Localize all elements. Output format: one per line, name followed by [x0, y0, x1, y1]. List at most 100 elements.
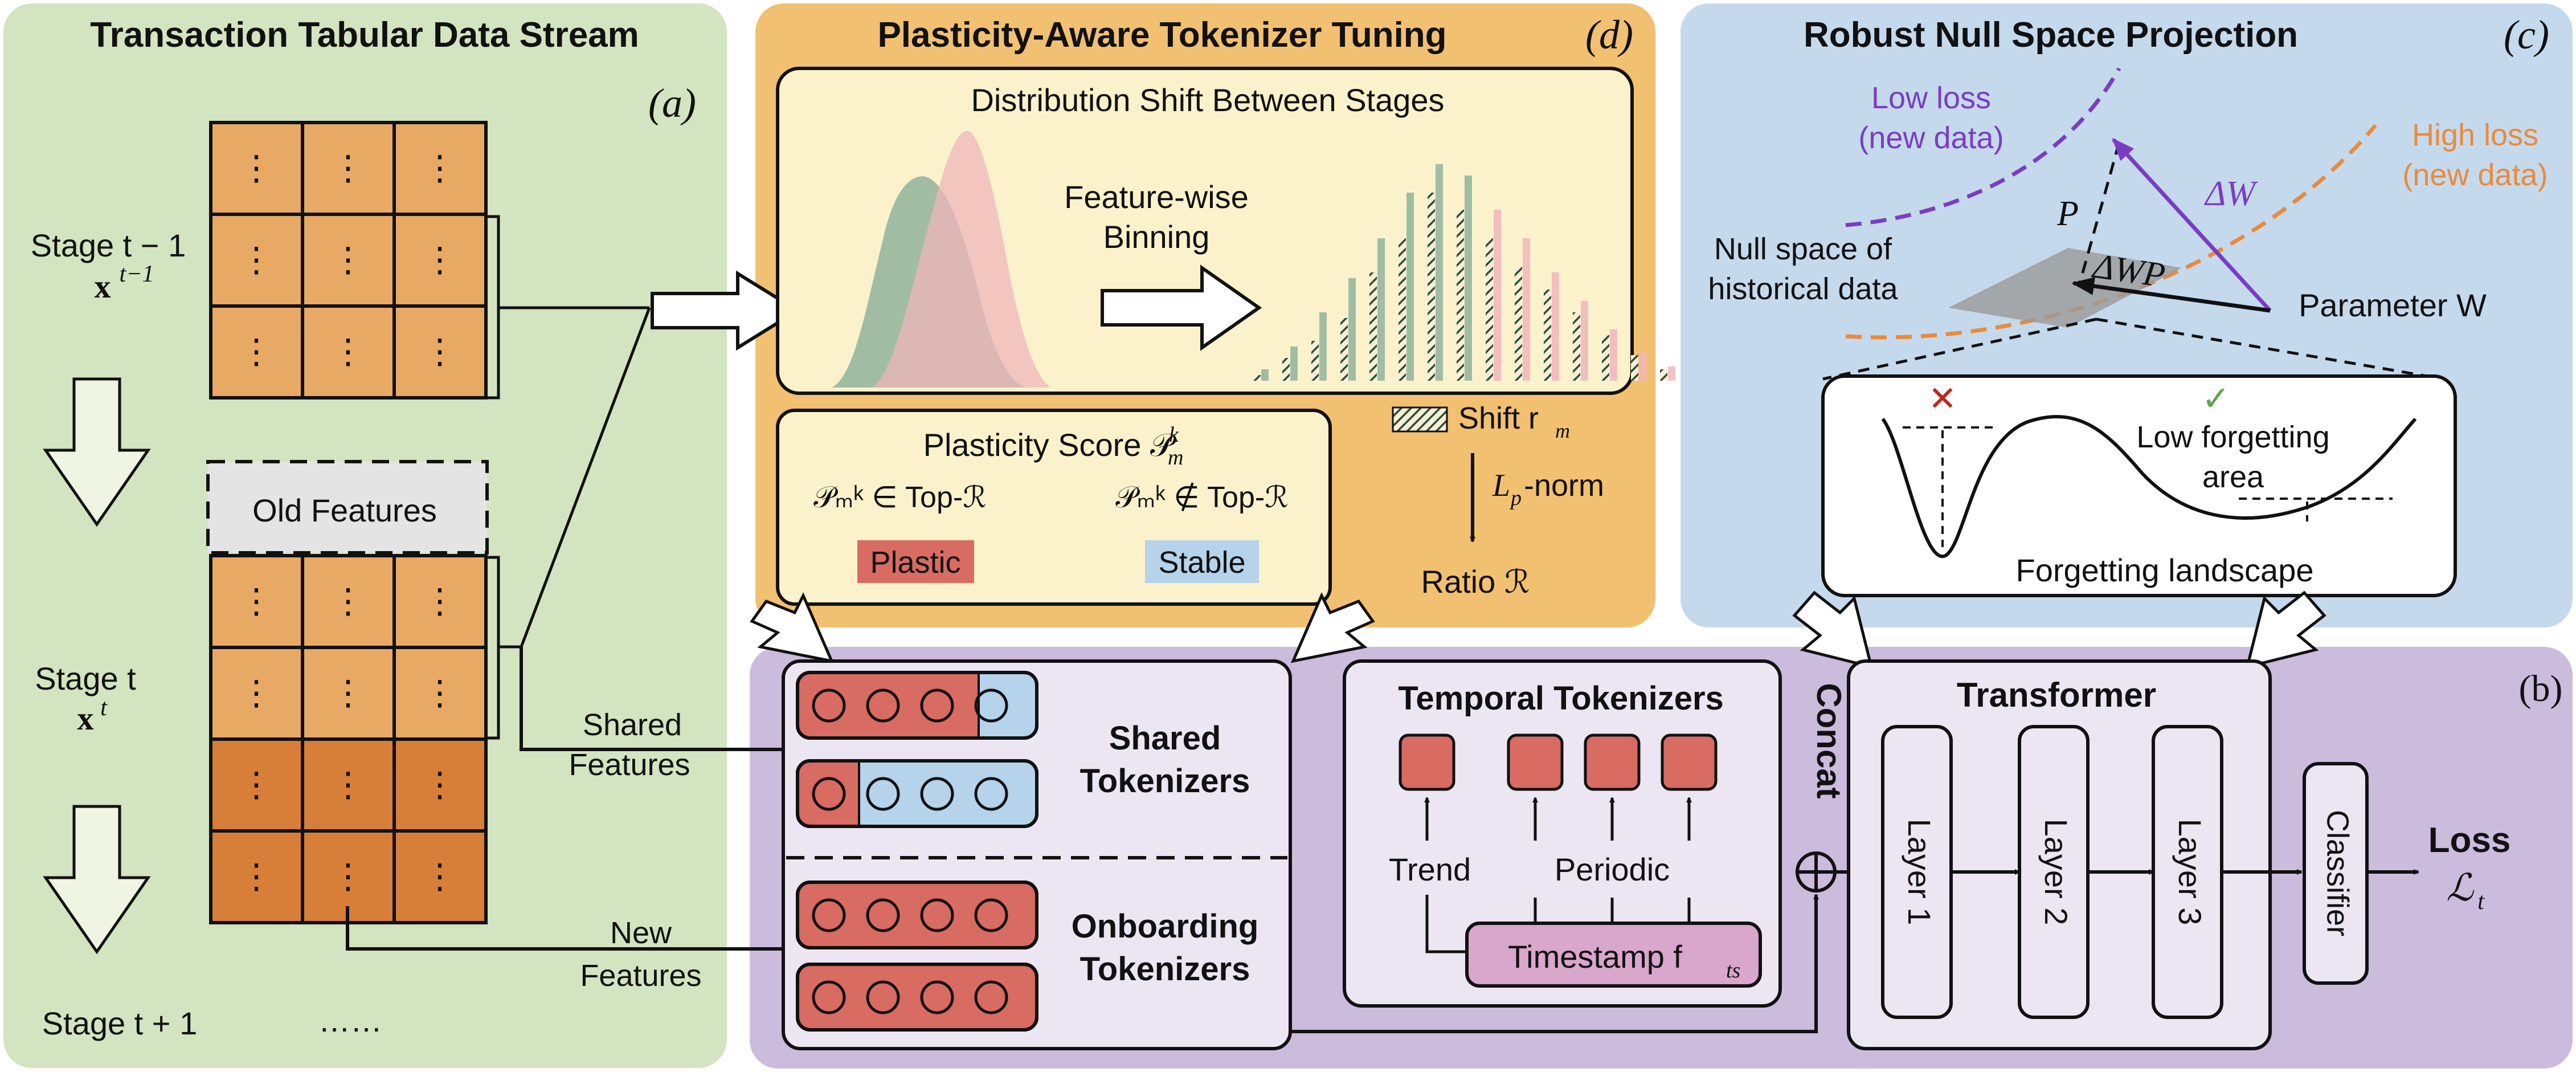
tokenizer-box — [782, 659, 1292, 1050]
new-features-label-1: New — [610, 916, 672, 950]
token-circle — [974, 777, 1008, 811]
trend-label: Trend — [1389, 851, 1471, 887]
distribution-bar — [1261, 369, 1269, 381]
distribution-bar — [1377, 238, 1385, 381]
feature-cell-ellipsis: ⋮ — [239, 149, 273, 187]
projection-p-label: P — [2056, 194, 2079, 233]
low-forgetting-label-2: area — [2202, 460, 2264, 494]
plastic-to-tokenizer-arrow — [750, 592, 835, 663]
delta-w-label: ΔW — [2203, 174, 2258, 213]
distribution-bar — [1523, 238, 1530, 381]
shared-tokenizers-label-2: Tokenizers — [1080, 763, 1250, 800]
distribution-bar — [1406, 193, 1414, 381]
stable-to-tokenizer-arrow — [1290, 592, 1375, 663]
forgetting-landscape-label: Forgetting landscape — [2015, 552, 2313, 588]
token-circle — [974, 688, 1008, 723]
distribution-bar — [1319, 312, 1327, 381]
transformer-title: Transformer — [1957, 676, 2156, 714]
flat-minimum-depth — [2239, 498, 2393, 521]
temporal-token — [1584, 733, 1641, 791]
shift-legend-label: Shift r — [1458, 401, 1539, 435]
transformer-layer-label: Layer 2 — [2038, 819, 2074, 926]
shift-bar — [1486, 238, 1493, 381]
distribution-bar — [1668, 366, 1675, 381]
feature-cell-ellipsis: ⋮ — [239, 582, 273, 620]
old-features-box — [206, 460, 489, 555]
periodic-label: Periodic — [1555, 851, 1670, 887]
onboarding-tokenizers-label-2: Tokenizers — [1080, 951, 1250, 988]
feature-cell-ellipsis: ⋮ — [331, 674, 365, 712]
stage-prev-table: ⋮⋮⋮⋮⋮⋮⋮⋮⋮ — [209, 121, 488, 400]
token-circle — [920, 688, 954, 723]
stage-cur-sup: t — [100, 695, 108, 721]
shift-bar — [1428, 193, 1435, 381]
forgetting-landscape-curve — [1881, 415, 2417, 559]
stage-prev-sup: t−1 — [119, 261, 154, 287]
sharp-minimum-depth — [1903, 426, 1994, 547]
plasticity-score-title: Plasticity Score 𝒫 — [923, 427, 1177, 463]
lp-norm-sub: p — [1509, 486, 1522, 510]
token-circle — [812, 777, 846, 811]
shared-tokenizer-2 — [796, 759, 1038, 828]
shift-bar — [1515, 267, 1522, 381]
nullspace-to-transformer-arrow-right — [2245, 590, 2326, 669]
feature-cell — [209, 737, 304, 833]
temporal-tokenizers-title: Temporal Tokenizers — [1398, 680, 1724, 717]
stage-prev-label: Stage t − 1 — [31, 227, 186, 263]
old-features-label: Old Features — [252, 492, 437, 528]
distribution-bar — [1639, 352, 1646, 381]
distribution-bar — [1581, 301, 1588, 381]
shift-bar — [1457, 210, 1464, 381]
shift-bar — [1253, 375, 1261, 381]
stage-next-label: Stage t + 1 — [42, 1005, 197, 1041]
feature-cell-ellipsis: ⋮ — [423, 582, 457, 620]
onboarding-tokenizer-2 — [796, 963, 1038, 1032]
temporal-token-blocks — [1399, 733, 1718, 841]
panel-b-tag: (b) — [2519, 668, 2563, 710]
shift-bar — [1602, 335, 1609, 381]
shift-legend-sub: m — [1555, 419, 1570, 442]
low-loss-label-2: (new data) — [1858, 121, 2003, 155]
feature-cell — [301, 554, 396, 649]
binning-arrow — [1101, 264, 1262, 351]
stage-cur-label: Stage t — [35, 661, 136, 696]
lp-norm-label: L — [1492, 468, 1510, 503]
zoom-line-left — [1822, 317, 2097, 381]
feature-cell — [301, 213, 396, 308]
distribution-bar — [1436, 164, 1443, 381]
timestamp-sub: ts — [1726, 959, 1740, 983]
distribution-bar — [1494, 210, 1501, 381]
density-curve-cur — [872, 131, 1051, 388]
distribution-bar — [1465, 176, 1472, 381]
feature-cell — [392, 646, 488, 741]
low-loss-label-1: Low loss — [1871, 81, 1991, 115]
feature-cell-ellipsis: ⋮ — [423, 765, 457, 804]
timestamp-label: Timestamp f — [1508, 939, 1682, 975]
tokenizer-capsule — [796, 881, 1038, 949]
feature-cell — [209, 304, 304, 400]
feature-cell — [301, 121, 396, 216]
delta-w-arrow — [2112, 138, 2272, 312]
feature-cell-ellipsis: ⋮ — [239, 241, 273, 279]
new-features-label-2: Features — [580, 959, 701, 993]
feature-cell-ellipsis: ⋮ — [331, 582, 365, 620]
zoom-line-right — [2096, 317, 2444, 381]
distribution-bar — [1348, 278, 1356, 381]
shift-bar — [1340, 318, 1348, 381]
plasticity-score-sub: m — [1168, 446, 1183, 470]
down-arrow-2 — [43, 805, 151, 955]
binning-label-1: Feature-wise — [1064, 179, 1249, 215]
shared-tokenizers-label-1: Shared — [1109, 720, 1221, 757]
feature-cell-ellipsis: ⋮ — [423, 149, 457, 187]
distribution-bar — [1610, 329, 1617, 381]
null-space-plane — [1948, 248, 2182, 328]
token-circle — [920, 777, 954, 811]
temporal-token — [1661, 733, 1718, 791]
null-space-label-2: historical data — [1708, 272, 1898, 306]
feature-cell-ellipsis: ⋮ — [331, 857, 365, 895]
check-mark: ✓ — [2202, 380, 2230, 418]
loss-symbol: ℒ — [2446, 867, 2474, 909]
token-circle — [866, 898, 900, 932]
low-forgetting-label-1: Low forgetting — [2136, 420, 2329, 454]
